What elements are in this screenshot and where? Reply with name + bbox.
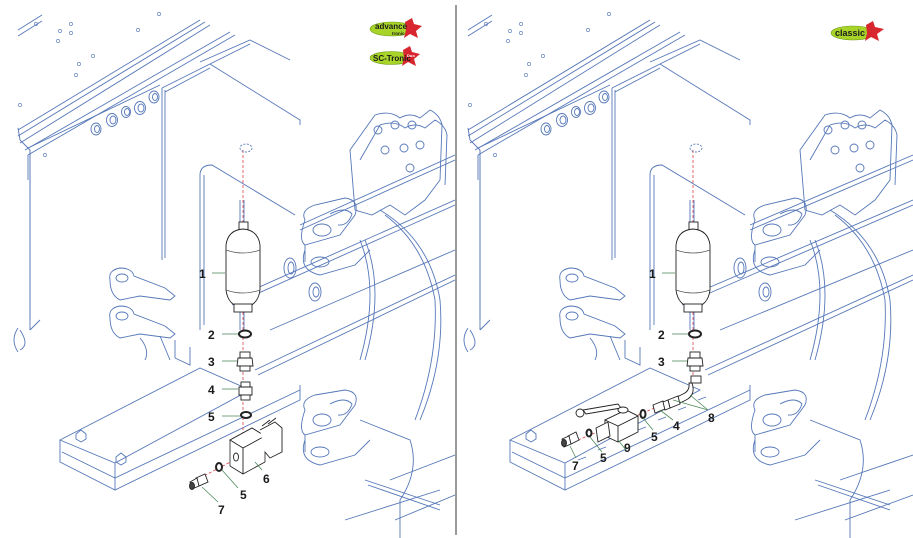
callout-labels: 1 2 3 8 4 5 9 5 7 bbox=[572, 267, 715, 473]
panel-divider bbox=[455, 5, 457, 535]
exploded-parts bbox=[561, 143, 711, 448]
part-5-seal-upper bbox=[240, 411, 252, 419]
part-1-accumulator bbox=[675, 221, 711, 313]
part-5-seal-upper bbox=[639, 409, 647, 419]
leader-lines bbox=[569, 272, 709, 459]
badge-classic: classic bbox=[830, 21, 884, 41]
svg-text:classic: classic bbox=[835, 28, 865, 38]
part-5-seal-lower bbox=[215, 462, 223, 472]
exploded-parts bbox=[189, 143, 283, 490]
part-3-adapter bbox=[686, 351, 704, 372]
callout-4: 4 bbox=[208, 383, 215, 397]
callout-8: 8 bbox=[708, 411, 715, 425]
right-diagram-panel: 1 2 3 8 4 5 9 5 7 classic bbox=[458, 0, 913, 538]
callout-9: 9 bbox=[624, 441, 631, 455]
part-6-solenoid-valve bbox=[229, 417, 283, 475]
left-diagram-panel: 1 2 3 4 5 6 5 7 advance tronic SC-Tronic… bbox=[0, 0, 455, 538]
machine-frame-lines bbox=[463, 12, 913, 538]
svg-text:advance: advance bbox=[375, 22, 408, 31]
callout-3: 3 bbox=[658, 355, 665, 369]
callout-5b: 5 bbox=[600, 451, 607, 465]
leader-lines bbox=[201, 272, 263, 503]
callout-5b: 5 bbox=[240, 488, 247, 502]
callout-1: 1 bbox=[649, 267, 656, 281]
callout-5: 5 bbox=[208, 410, 215, 424]
mount-hole bbox=[689, 143, 703, 153]
callout-7: 7 bbox=[572, 459, 579, 473]
callout-5: 5 bbox=[651, 430, 658, 444]
callout-3: 3 bbox=[208, 355, 215, 369]
left-diagram-svg: 1 2 3 4 5 6 5 7 advance tronic SC-Tronic… bbox=[13, 12, 455, 538]
callout-4: 4 bbox=[673, 419, 680, 433]
right-diagram-svg: 1 2 3 8 4 5 9 5 7 classic bbox=[463, 12, 913, 538]
part-9-ball-valve bbox=[575, 403, 640, 443]
part-3-adapter bbox=[236, 351, 254, 372]
callout-2: 2 bbox=[658, 328, 665, 342]
part-4-fitting bbox=[652, 399, 671, 414]
svg-text:Duo: Duo bbox=[407, 53, 415, 58]
part-8-elbow-fitting bbox=[667, 375, 702, 409]
mount-hole bbox=[239, 143, 253, 153]
part-4-fitting bbox=[238, 381, 253, 401]
callout-6: 6 bbox=[263, 472, 270, 486]
part-5-seal-lower bbox=[585, 428, 593, 438]
svg-text:tronic: tronic bbox=[392, 31, 405, 36]
part-7-plug bbox=[189, 473, 209, 490]
callout-labels: 1 2 3 4 5 6 5 7 bbox=[199, 267, 270, 517]
callout-7: 7 bbox=[218, 503, 225, 517]
callout-2: 2 bbox=[208, 328, 215, 342]
part-1-accumulator bbox=[225, 221, 261, 313]
badge-advance-tronic: advance tronic bbox=[369, 18, 422, 38]
svg-text:SC-Tronic: SC-Tronic bbox=[373, 54, 411, 63]
part-7-plug bbox=[561, 431, 580, 448]
machine-frame-lines bbox=[13, 12, 455, 538]
part-2-seal bbox=[688, 329, 702, 339]
badge-sc-tronic-duo: SC-Tronic Duo bbox=[369, 46, 420, 66]
callout-1: 1 bbox=[199, 267, 206, 281]
part-2-seal bbox=[238, 329, 252, 339]
